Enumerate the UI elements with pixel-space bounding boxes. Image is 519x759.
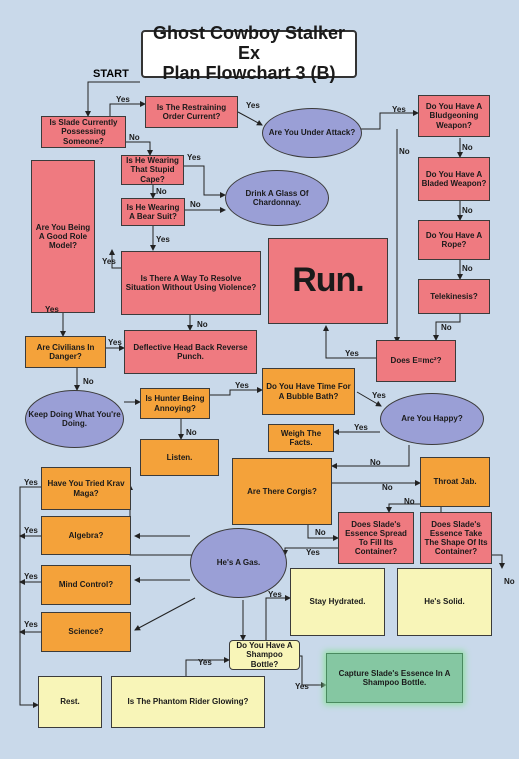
node-hunter: Is Hunter Being Annoying?: [140, 388, 210, 419]
node-listen: Listen.: [140, 439, 219, 476]
node-shampoo: Do You Have A Shampoo Bottle?: [229, 640, 300, 670]
edge-label-no: No: [197, 320, 208, 329]
node-emc2: Does E=mc²?: [376, 340, 456, 382]
edge-label-no: No: [156, 187, 167, 196]
node-phantom: Is The Phantom Rider Glowing?: [111, 676, 265, 728]
node-restraining: Is The Restraining Order Current?: [145, 96, 238, 128]
chart-title: Ghost Cowboy Stalker Ex Plan Flowchart 3…: [141, 23, 357, 83]
node-rope: Do You Have A Rope?: [418, 220, 490, 260]
node-kravmaga: Have You Tried Krav Maga?: [41, 467, 131, 510]
edge-label-no: No: [382, 483, 393, 492]
node-run: Run.: [268, 238, 388, 324]
edge-label-no: No: [462, 143, 473, 152]
edge-label-yes: Yes: [198, 658, 212, 667]
edge-label-yes: Yes: [345, 349, 359, 358]
node-hydrated: Stay Hydrated.: [290, 568, 385, 636]
node-solid: He's Solid.: [397, 568, 492, 636]
node-chardonnay: Drink A Glass Of Chardonnay.: [225, 170, 329, 226]
edge-label-yes: Yes: [24, 572, 38, 581]
edge-label-yes: Yes: [24, 478, 38, 487]
edge-label-yes: Yes: [24, 526, 38, 535]
edge-label-yes: Yes: [24, 620, 38, 629]
edge-label-no: No: [399, 147, 410, 156]
edge-label-no: No: [441, 323, 452, 332]
node-spread: Does Slade's Essence Spread To Fill Its …: [338, 512, 414, 564]
node-science: Science?: [41, 612, 131, 652]
node-capture: Capture Slade's Essence In A Shampoo Bot…: [326, 653, 463, 703]
node-gas: He's A Gas.: [190, 528, 287, 598]
node-civilians: Are Civilians In Danger?: [25, 336, 106, 368]
node-bladed: Do You Have A Bladed Weapon?: [418, 157, 490, 201]
node-happy: Are You Happy?: [380, 393, 484, 445]
edge-label-no: No: [404, 497, 415, 506]
node-bearsuit: Is He Wearing A Bear Suit?: [121, 198, 185, 226]
edge-label-yes: Yes: [108, 338, 122, 347]
edge-label-yes: Yes: [116, 95, 130, 104]
edge-label-yes: Yes: [45, 305, 59, 314]
node-mindcontrol: Mind Control?: [41, 565, 131, 605]
edge-label-yes: Yes: [354, 423, 368, 432]
edge-label-no: No: [462, 206, 473, 215]
node-corgis: Are There Corgis?: [232, 458, 332, 525]
edge-label-no: No: [370, 458, 381, 467]
start-label: START: [93, 68, 129, 80]
node-resolve: Is There A Way To Resolve Situation With…: [121, 251, 261, 315]
edge-label-yes: Yes: [235, 381, 249, 390]
node-algebra: Algebra?: [41, 516, 131, 555]
node-cape: Is He Wearing That Stupid Cape?: [121, 155, 184, 185]
node-bubblebath: Do You Have Time For A Bubble Bath?: [262, 368, 355, 415]
node-possessing: Is Slade Currently Possessing Someone?: [41, 116, 126, 148]
node-rest: Rest.: [38, 676, 102, 728]
edge-label-no: No: [315, 528, 326, 537]
node-throat: Throat Jab.: [420, 457, 490, 507]
node-rolemodel: Are You Being A Good Role Model?: [31, 160, 95, 313]
node-deflective: Deflective Head Back Reverse Punch.: [124, 330, 257, 374]
node-weigh: Weigh The Facts.: [268, 424, 334, 452]
edge-label-no: No: [186, 428, 197, 437]
edge-label-yes: Yes: [295, 682, 309, 691]
edge-label-yes: Yes: [102, 257, 116, 266]
edge-label-yes: Yes: [187, 153, 201, 162]
edge-label-yes: Yes: [372, 391, 386, 400]
edge-label-no: No: [462, 264, 473, 273]
edge-label-no: No: [190, 200, 201, 209]
edge-label-yes: Yes: [306, 548, 320, 557]
node-attack: Are You Under Attack?: [262, 108, 362, 158]
node-telekinesis: Telekinesis?: [418, 279, 490, 314]
edge-label-no: No: [129, 133, 140, 142]
edge-label-no: No: [504, 577, 515, 586]
edge-label-yes: Yes: [156, 235, 170, 244]
node-keepdoing: Keep Doing What You're Doing.: [25, 390, 124, 448]
node-shape: Does Slade's Essence Take The Shape Of I…: [420, 512, 492, 564]
edge-label-no: No: [83, 377, 94, 386]
edge-label-yes: Yes: [246, 101, 260, 110]
edge-label-yes: Yes: [268, 590, 282, 599]
edge-label-yes: Yes: [392, 105, 406, 114]
node-bludgeon: Do You Have A Bludgeoning Weapon?: [418, 95, 490, 137]
